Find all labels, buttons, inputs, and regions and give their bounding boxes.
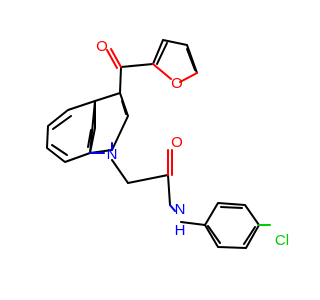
amide-oxygen-label: O <box>171 134 183 151</box>
amide-nitrogen-label: N <box>175 201 186 218</box>
atom-labels: O O N O N H Cl <box>96 38 289 249</box>
carbonyl-oxygen-double-bond <box>106 48 122 69</box>
amide-c-n-bond <box>167 174 171 206</box>
amide-hydrogen-label: H <box>175 222 186 239</box>
hetero-bonds <box>89 48 271 226</box>
indole-benzo-ring <box>46 100 96 163</box>
pyrrole-double-bond <box>121 100 127 115</box>
chlorophenyl-ring <box>204 202 260 249</box>
furan-double-bonds <box>156 42 196 71</box>
amide-n-aryl-bond <box>180 221 206 226</box>
n-ch2-bond <box>111 159 129 184</box>
amide-oxygen-double-bond <box>167 149 173 176</box>
furan-carbons <box>152 39 198 74</box>
furan-oxygen-label: O <box>171 75 183 92</box>
carbonyl-to-furan <box>120 63 154 68</box>
ch2-amide-carbon-bond <box>127 174 169 184</box>
carbonyl-oxygen-label: O <box>96 38 108 55</box>
indole-nitrogen-bonds <box>89 142 113 154</box>
indole-benzo-double-bonds <box>51 115 92 156</box>
indole-nitrogen-label: N <box>107 146 118 163</box>
chemical-structure: O O N O N H Cl <box>46 38 289 249</box>
furan-oxygen-bonds <box>152 63 198 83</box>
amide-nitrogen-bond <box>169 204 176 212</box>
carbonyl-bond <box>119 66 122 94</box>
chlorophenyl-double-bonds <box>207 206 256 245</box>
indole-pyrrole-ring <box>89 92 129 154</box>
chlorine-label: Cl <box>275 232 289 249</box>
bond-skeleton <box>46 39 260 249</box>
